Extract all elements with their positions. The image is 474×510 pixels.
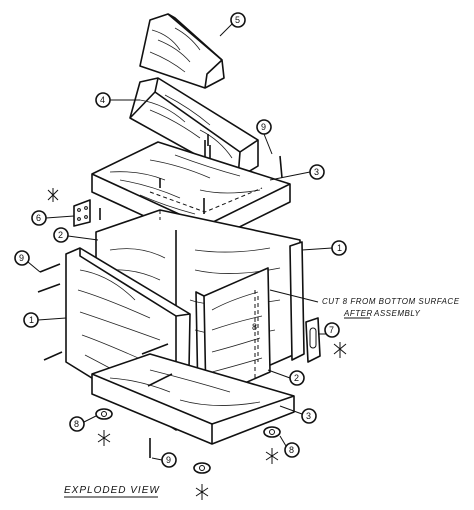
callout-9-bottom: 9 — [166, 455, 171, 465]
nails — [37, 134, 283, 458]
callout-3-bottom: 3 — [306, 411, 311, 421]
svg-text:8: 8 — [252, 322, 257, 332]
callout-6: 6 — [36, 213, 41, 223]
callout-1-right: 1 — [337, 243, 342, 253]
part-3-top-board — [91, 141, 291, 245]
cut-note: CUT 8 FROM BOTTOM SURFACE AFTER ASSEMBLY — [269, 289, 460, 319]
part-2-front-right-panel — [195, 267, 271, 401]
callout-8-right: 8 — [289, 445, 294, 455]
callout-3-top: 3 — [314, 167, 319, 177]
cut-note-after: AFTER — [343, 309, 373, 318]
callout-5: 5 — [235, 15, 240, 25]
callout-9-top: 9 — [261, 122, 266, 132]
part-3-bottom-board — [91, 353, 295, 445]
callouts: 5 4 9 3 6 2 1 9 1 7 2 3 — [14, 12, 347, 468]
cut-note-assembly: ASSEMBLY — [373, 309, 421, 318]
cut-mark: 8 — [252, 296, 259, 362]
callout-2-left: 2 — [58, 230, 63, 240]
callout-2-right: 2 — [294, 373, 299, 383]
part-8-feet — [95, 408, 281, 500]
diagram-title: EXPLODED VIEW — [64, 485, 160, 498]
title-text: EXPLODED VIEW — [64, 485, 160, 496]
part-5-cap — [139, 13, 225, 89]
callout-1-left: 1 — [29, 315, 34, 325]
part-6-hinge — [47, 188, 91, 227]
callout-9-left: 9 — [19, 253, 24, 263]
callout-8-left: 8 — [74, 419, 79, 429]
cut-note-line1: CUT 8 FROM BOTTOM SURFACE — [322, 297, 460, 306]
callout-4: 4 — [100, 95, 105, 105]
callout-7: 7 — [329, 325, 334, 335]
part-4-sloped-block — [129, 77, 259, 179]
part-7-latch — [305, 317, 347, 363]
part-1-right-side — [289, 241, 305, 361]
